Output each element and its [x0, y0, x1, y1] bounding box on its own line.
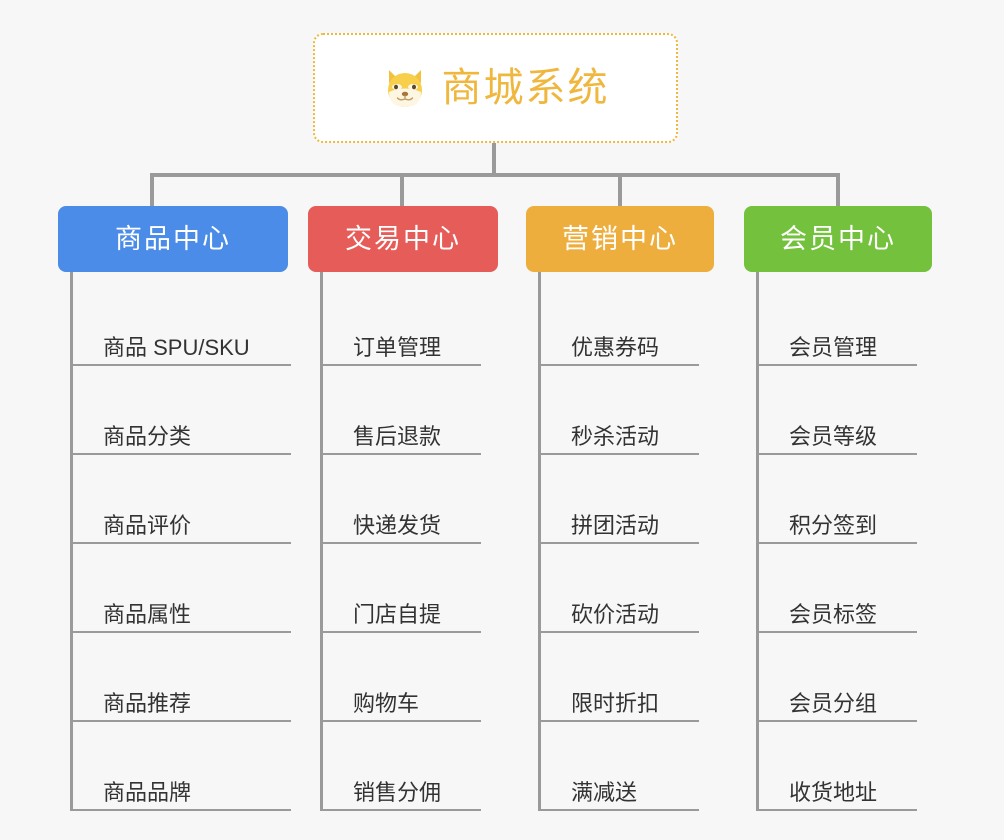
connector-drop-2 [400, 173, 404, 209]
list-item[interactable]: 会员管理 [759, 274, 932, 366]
leaf-label: 会员管理 [789, 334, 878, 360]
dog-face-icon [382, 65, 428, 111]
leaf-underline [759, 720, 917, 722]
branch-trade-center: 交易中心 订单管理 售后退款 快递发货 门店自提 购物车 [308, 206, 498, 811]
list-item[interactable]: 销售分佣 [323, 722, 498, 811]
list-item[interactable]: 砍价活动 [541, 544, 714, 633]
leaf-label: 门店自提 [353, 601, 442, 627]
list-item[interactable]: 拼团活动 [541, 455, 714, 544]
leaf-label: 会员等级 [789, 423, 878, 449]
leaf-underline [73, 720, 291, 722]
leaf-underline [541, 542, 699, 544]
leaf-label: 商品分类 [103, 423, 192, 449]
leaf-underline [759, 364, 917, 366]
branch-marketing-center: 营销中心 优惠券码 秒杀活动 拼团活动 砍价活动 限时折扣 [526, 206, 714, 811]
connector-horizontal-bar [150, 173, 840, 177]
leaf-label: 限时折扣 [571, 690, 660, 716]
list-item[interactable]: 商品分类 [73, 366, 291, 455]
leaf-underline [323, 631, 481, 633]
list-item[interactable]: 积分签到 [759, 455, 932, 544]
list-item[interactable]: 门店自提 [323, 544, 498, 633]
leaf-label: 订单管理 [353, 334, 442, 360]
root-node[interactable]: 商城系统 [313, 33, 678, 143]
leaf-underline [759, 809, 917, 811]
leaf-list-marketing-center: 优惠券码 秒杀活动 拼团活动 砍价活动 限时折扣 满减送 [538, 272, 714, 811]
leaf-label: 收货地址 [789, 779, 878, 805]
leaf-underline [759, 631, 917, 633]
connector-stem [492, 143, 496, 175]
list-item[interactable]: 商品评价 [73, 455, 291, 544]
leaf-underline [323, 364, 481, 366]
leaf-underline [73, 453, 291, 455]
leaf-label: 售后退款 [353, 423, 442, 449]
branch-product-center: 商品中心 商品 SPU/SKU 商品分类 商品评价 商品属性 商品推荐 [58, 206, 291, 811]
root-title: 商城系统 [441, 66, 610, 110]
leaf-underline [323, 809, 481, 811]
list-item[interactable]: 售后退款 [323, 366, 498, 455]
leaf-label: 商品属性 [103, 601, 192, 627]
list-item[interactable]: 优惠券码 [541, 274, 714, 366]
list-item[interactable]: 商品品牌 [73, 722, 291, 811]
leaf-label: 商品评价 [103, 512, 192, 538]
leaf-label: 积分签到 [789, 512, 878, 538]
leaf-label: 商品品牌 [103, 779, 192, 805]
branch-label: 营销中心 [562, 223, 678, 254]
leaf-underline [323, 720, 481, 722]
list-item[interactable]: 会员分组 [759, 633, 932, 722]
leaf-list-trade-center: 订单管理 售后退款 快递发货 门店自提 购物车 销售分佣 [320, 272, 498, 811]
list-item[interactable]: 订单管理 [323, 274, 498, 366]
list-item[interactable]: 快递发货 [323, 455, 498, 544]
leaf-label: 会员标签 [789, 601, 878, 627]
leaf-underline [73, 631, 291, 633]
leaf-underline [541, 453, 699, 455]
list-item[interactable]: 会员标签 [759, 544, 932, 633]
leaf-underline [323, 542, 481, 544]
leaf-label: 砍价活动 [571, 601, 660, 627]
branch-label: 交易中心 [345, 223, 461, 254]
leaf-label: 会员分组 [789, 690, 878, 716]
leaf-underline [541, 631, 699, 633]
branch-header-product-center[interactable]: 商品中心 [58, 206, 288, 272]
list-item[interactable]: 秒杀活动 [541, 366, 714, 455]
connector-drop-3 [618, 173, 622, 209]
leaf-underline [73, 364, 291, 366]
list-item[interactable]: 商品 SPU/SKU [73, 274, 291, 366]
leaf-list-member-center: 会员管理 会员等级 积分签到 会员标签 会员分组 收货地址 [756, 272, 932, 811]
list-item[interactable]: 限时折扣 [541, 633, 714, 722]
leaf-label: 商品推荐 [103, 690, 192, 716]
leaf-label: 销售分佣 [353, 779, 442, 805]
leaf-label: 商品 SPU/SKU [103, 334, 250, 360]
leaf-underline [323, 453, 481, 455]
list-item[interactable]: 收货地址 [759, 722, 932, 811]
leaf-underline [541, 720, 699, 722]
list-item[interactable]: 购物车 [323, 633, 498, 722]
branch-label: 会员中心 [780, 223, 896, 254]
leaf-underline [541, 809, 699, 811]
list-item[interactable]: 商品推荐 [73, 633, 291, 722]
leaf-underline [759, 453, 917, 455]
leaf-label: 快递发货 [353, 512, 442, 538]
leaf-underline [759, 542, 917, 544]
branch-header-member-center[interactable]: 会员中心 [744, 206, 932, 272]
list-item[interactable]: 商品属性 [73, 544, 291, 633]
leaf-label: 优惠券码 [571, 334, 660, 360]
leaf-label: 秒杀活动 [571, 423, 660, 449]
leaf-label: 满减送 [571, 779, 638, 805]
list-item[interactable]: 满减送 [541, 722, 714, 811]
branch-header-trade-center[interactable]: 交易中心 [308, 206, 498, 272]
branch-header-marketing-center[interactable]: 营销中心 [526, 206, 714, 272]
leaf-label: 购物车 [353, 690, 420, 716]
branch-member-center: 会员中心 会员管理 会员等级 积分签到 会员标签 会员分组 [744, 206, 932, 811]
leaf-list-product-center: 商品 SPU/SKU 商品分类 商品评价 商品属性 商品推荐 商品品牌 [70, 272, 291, 811]
branch-label: 商品中心 [115, 223, 231, 254]
connector-drop-1 [150, 173, 154, 209]
leaf-underline [73, 542, 291, 544]
leaf-label: 拼团活动 [571, 512, 660, 538]
connector-drop-4 [836, 173, 840, 209]
leaf-underline [541, 364, 699, 366]
leaf-underline [73, 809, 291, 811]
list-item[interactable]: 会员等级 [759, 366, 932, 455]
